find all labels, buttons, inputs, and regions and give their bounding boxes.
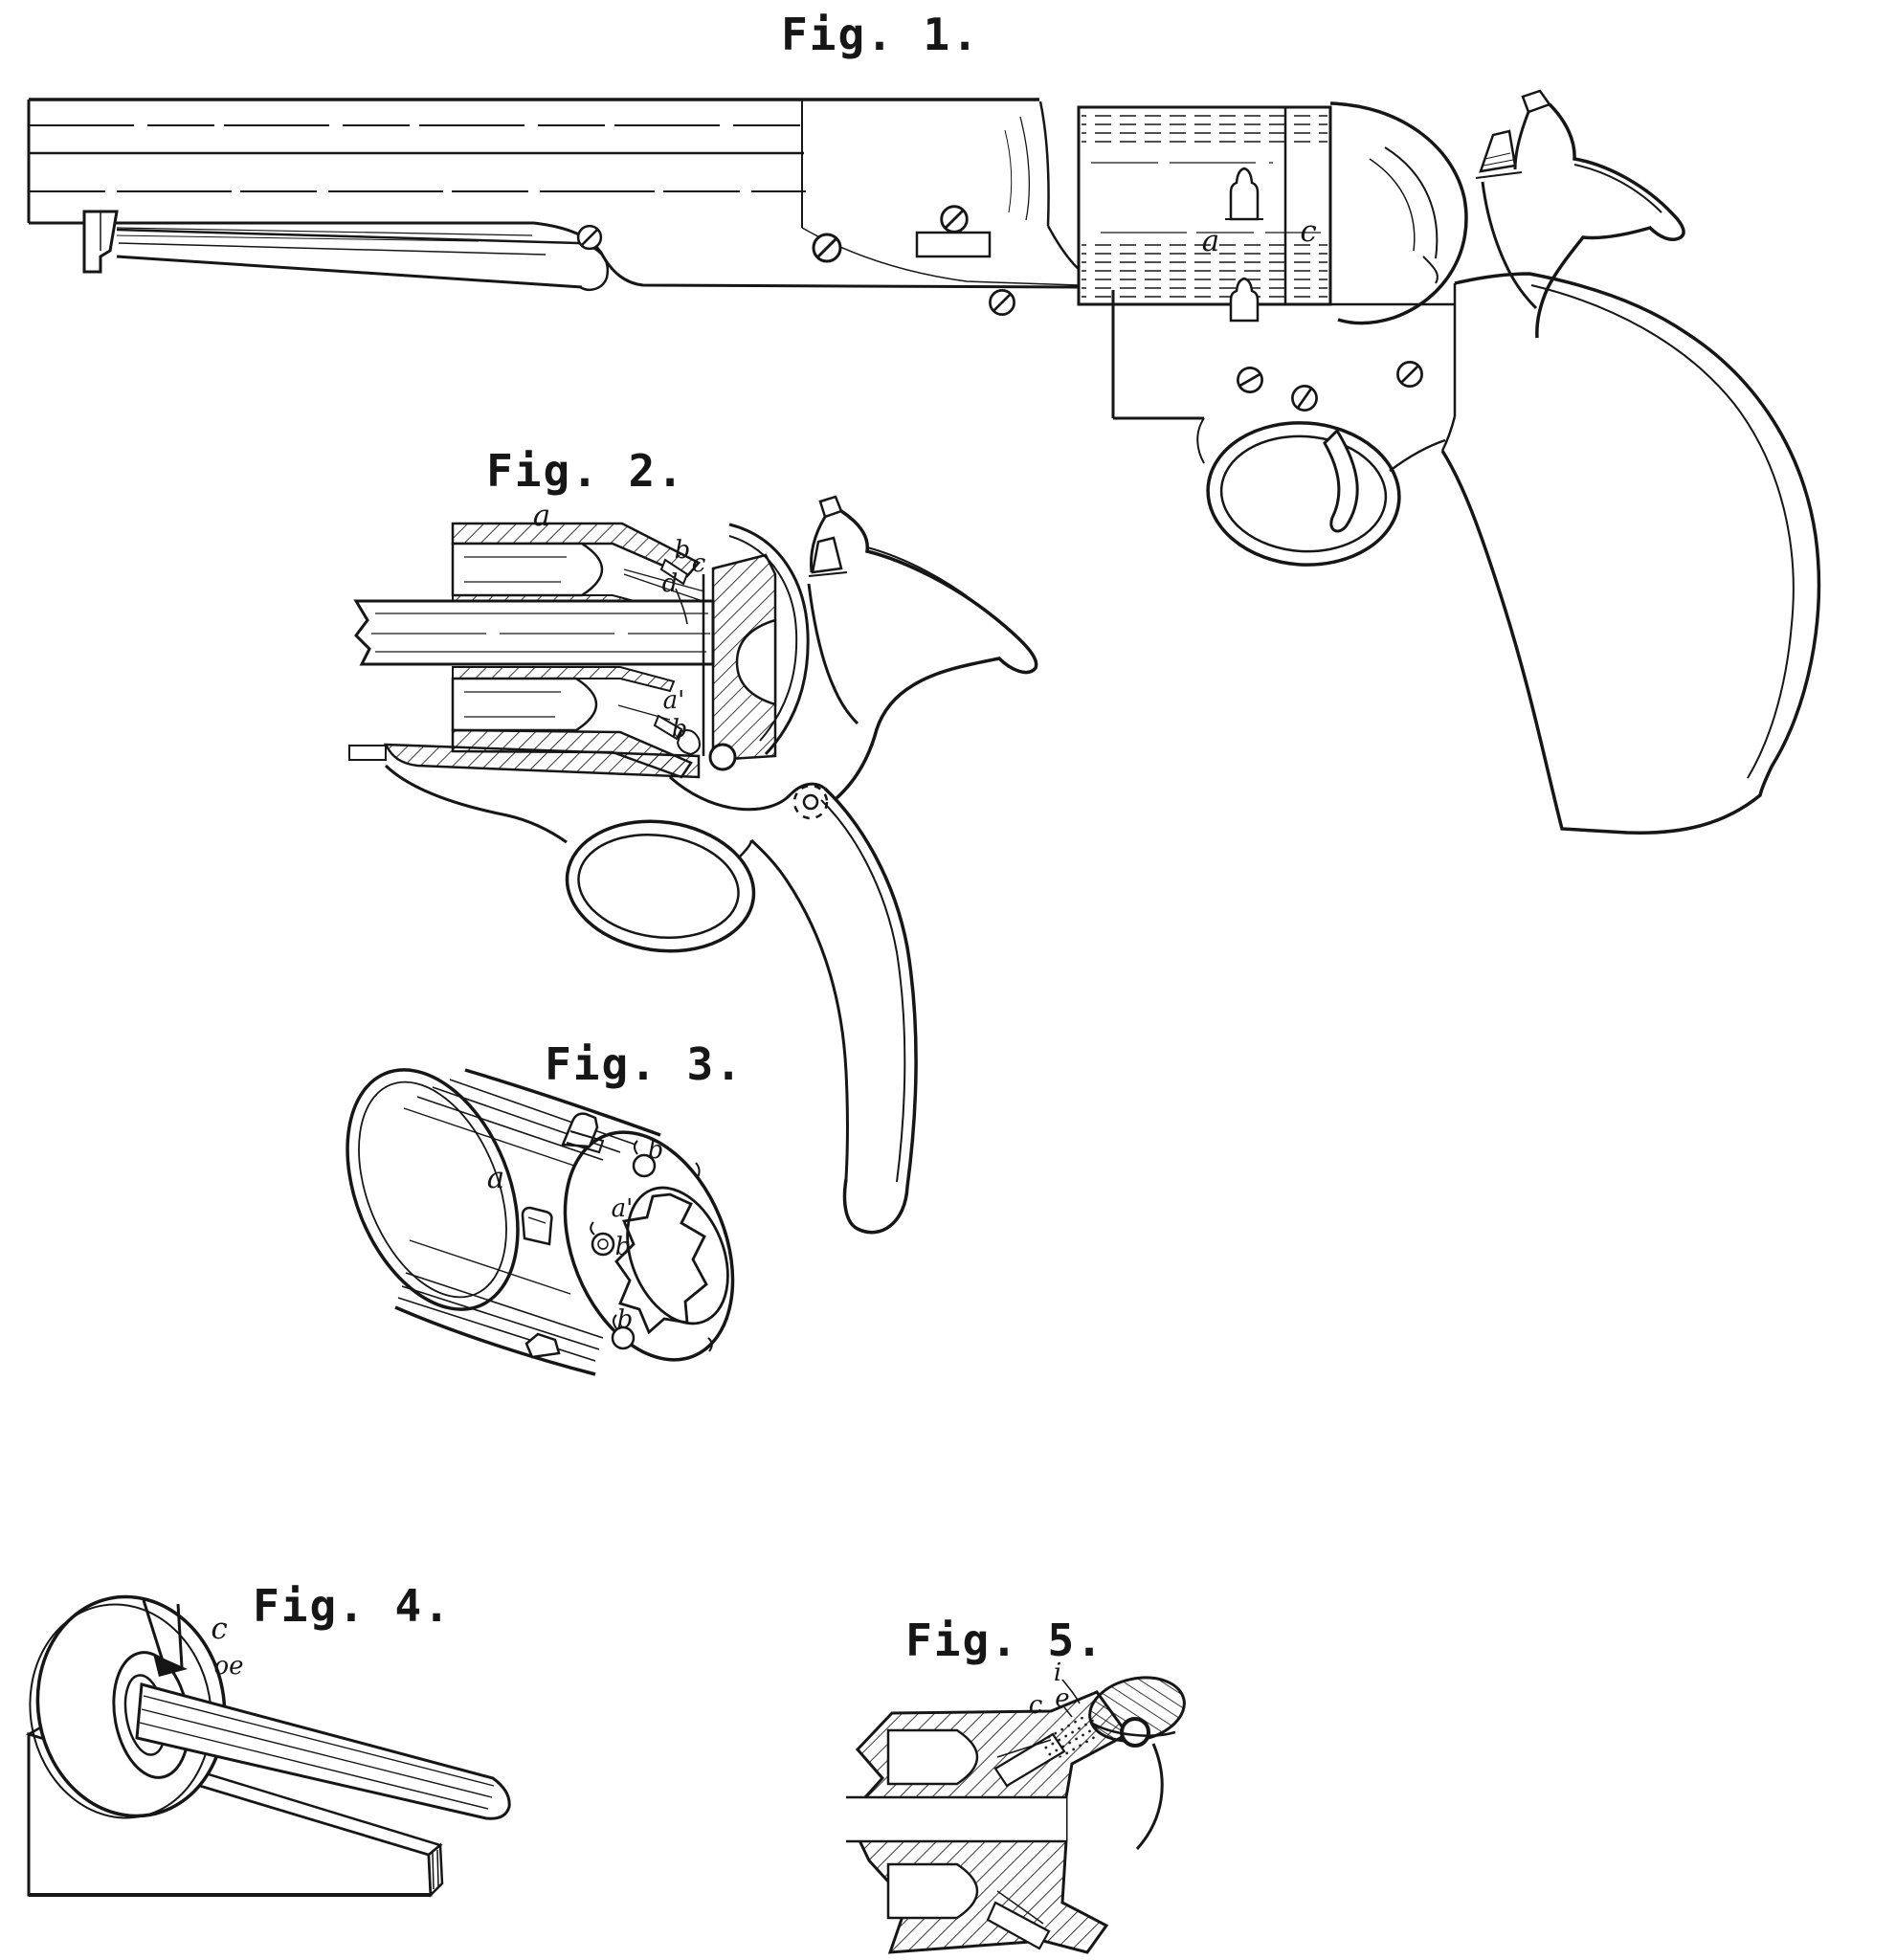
trigger <box>1323 428 1359 533</box>
part-label-a: a <box>533 499 550 533</box>
nipple-on-body <box>561 1112 599 1148</box>
breech-notch <box>735 618 777 706</box>
hammer-cocked <box>807 495 1038 800</box>
recoil-shield <box>1329 101 1468 325</box>
safety-pin <box>659 558 689 586</box>
frame-and-wedge <box>812 100 1114 289</box>
chamber-bore <box>451 677 598 732</box>
part-label-b: b <box>672 715 688 744</box>
wedge-plate <box>915 231 992 258</box>
nipple-cone <box>1229 277 1260 323</box>
trigger-guard <box>1196 417 1446 567</box>
lever-screw-icon <box>576 224 603 251</box>
leader-line <box>675 588 688 625</box>
figure-3-label: Fig. 3. <box>545 1038 744 1090</box>
figure-4-label: Fig. 4. <box>253 1580 452 1632</box>
part-label-b: b <box>617 1305 634 1334</box>
part-label-c: c <box>692 549 706 578</box>
part-label-b: b <box>675 536 691 565</box>
spring-curve <box>1135 1743 1164 1851</box>
chamber-bore <box>886 1862 979 1920</box>
wedge-screw-icon <box>940 205 969 234</box>
figure-4-basepin-and-wedge <box>25 1594 511 1898</box>
grip-frame <box>384 764 918 1235</box>
base-pin-rod <box>135 1682 511 1820</box>
lock-frame <box>668 743 829 820</box>
part-label-e: e <box>1055 1684 1069 1713</box>
ratchet-star <box>614 1192 708 1335</box>
part-label-a: a <box>487 1161 504 1195</box>
hidden-pivot-dashed <box>792 784 829 820</box>
frame-bar-section <box>383 743 701 779</box>
trigger-guard-section <box>565 819 756 953</box>
figure-2-label: Fig. 2. <box>486 445 685 497</box>
frame-lower <box>989 283 1457 420</box>
part-label-c: c <box>1300 214 1316 249</box>
leader-line <box>1063 1706 1073 1718</box>
part-label-a-prime: a' <box>663 686 685 715</box>
figure-5-label: Fig. 5. <box>905 1615 1104 1666</box>
frame-screw-icon <box>1289 383 1320 413</box>
chamber-bore <box>451 542 604 597</box>
cylinder-top-shading <box>1082 110 1327 146</box>
part-label-i: i <box>1054 1659 1061 1687</box>
part-label-d: d <box>662 569 679 598</box>
frame-screw-icon <box>989 289 1015 316</box>
part-label-b: b <box>615 1233 632 1261</box>
figure-5-breech-section <box>846 1676 1186 1954</box>
figure-1-revolver-side-view <box>27 89 1821 835</box>
loading-lever <box>82 210 610 291</box>
grip <box>1440 272 1821 835</box>
frame-screw-icon <box>812 233 842 263</box>
hammer-nose <box>1088 1676 1186 1851</box>
cap-speckle <box>1042 1716 1102 1758</box>
latch-tab <box>348 745 387 761</box>
figure-2-longitudinal-section <box>348 495 1038 1235</box>
figure-labels: Fig. 1. Fig. 2. Fig. 3. Fig. 4. Fig. 5. <box>253 9 1104 1666</box>
leader-line <box>1061 1679 1081 1704</box>
safety-pin <box>653 714 683 741</box>
figure-3-cylinder-perspective <box>346 1068 735 1376</box>
nipple-holes <box>590 1140 713 1352</box>
ratchet-ring <box>626 1186 729 1325</box>
part-label-a: a <box>1202 224 1219 258</box>
frame-screw-icon <box>1234 364 1266 396</box>
frame-screw-icon <box>1396 361 1423 388</box>
chamber-bore <box>886 1728 979 1786</box>
nipple-cone <box>1229 167 1260 221</box>
nipple-on-body <box>524 1332 561 1359</box>
nipple-channel <box>986 1901 1051 1950</box>
figure-1-label: Fig. 1. <box>781 9 980 60</box>
lock-notch <box>521 1206 553 1246</box>
cylinder-arbor-pin <box>353 599 715 666</box>
disc-plate <box>29 1594 227 1819</box>
pivot-hole <box>708 743 737 771</box>
part-label-b: b <box>648 1136 664 1165</box>
hammer <box>1475 89 1685 339</box>
part-label-a-prime: a' <box>612 1194 634 1223</box>
cylinder-front-face <box>346 1068 520 1311</box>
barrel <box>27 98 1080 289</box>
cylinder-side <box>1077 105 1332 323</box>
hammer-cone <box>811 536 843 574</box>
part-label-c: c <box>1029 1691 1043 1720</box>
cylinder-rear-face <box>563 1130 735 1362</box>
part-label-oe: oe <box>213 1652 243 1681</box>
part-letters: a c a b c d a' b a b a' b b c oe i c e <box>211 214 1316 1720</box>
part-label-c: c <box>211 1612 227 1646</box>
arbor-hole-band <box>846 1797 1066 1841</box>
